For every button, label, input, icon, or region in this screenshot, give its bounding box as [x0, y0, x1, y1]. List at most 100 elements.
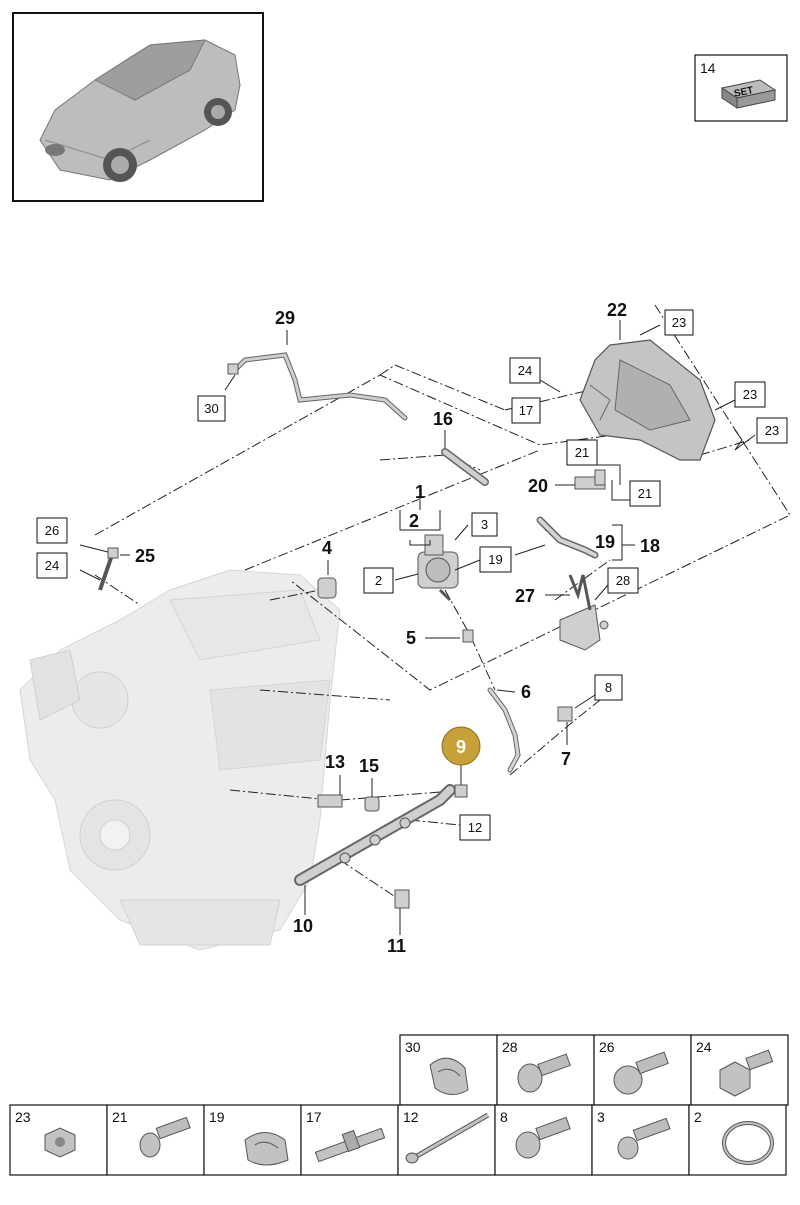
hose-16[interactable] [441, 448, 489, 486]
nut-icon [44, 1127, 76, 1158]
box-23c[interactable]: 23 [756, 417, 788, 444]
pressure-sensor-11[interactable] [394, 889, 410, 909]
table-cell-23[interactable]: 23 [9, 1104, 108, 1176]
svg-text:3: 3 [481, 517, 488, 532]
table-cell-19[interactable]: 19 [203, 1104, 302, 1176]
leader-lines [79, 320, 756, 935]
box-8[interactable]: 8 [594, 674, 623, 701]
table-cell-8[interactable]: 8 [494, 1104, 593, 1176]
callout-13: 13 [325, 752, 345, 772]
box-24b[interactable]: 24 [36, 552, 68, 579]
svg-text:21: 21 [575, 445, 589, 460]
svg-text:2: 2 [375, 573, 382, 588]
svg-text:23: 23 [765, 423, 779, 438]
box-21b[interactable]: 21 [629, 480, 661, 507]
set-kit-box[interactable]: 14 SET [694, 54, 788, 122]
flange-bolt-icon [613, 1051, 669, 1095]
pipe-6[interactable] [462, 629, 521, 773]
seal-15[interactable] [364, 796, 380, 812]
callout-5: 5 [406, 628, 416, 648]
svg-text:19: 19 [488, 552, 502, 567]
svg-text:23: 23 [15, 1109, 31, 1125]
callout-9: 9 [456, 737, 466, 757]
svg-text:24: 24 [696, 1039, 712, 1055]
svg-text:21: 21 [638, 486, 652, 501]
callout-4: 4 [322, 538, 332, 558]
callout-6: 6 [521, 682, 531, 702]
callout-18: 18 [640, 536, 660, 556]
box-28[interactable]: 28 [607, 567, 639, 594]
callout-27: 27 [515, 586, 535, 606]
table-cell-26[interactable]: 26 [593, 1034, 692, 1106]
engine-block [19, 569, 341, 951]
clip-7[interactable] [557, 706, 573, 722]
svg-text:17: 17 [519, 403, 533, 418]
pipe-19[interactable] [536, 516, 599, 559]
stud-25[interactable] [98, 547, 119, 591]
box-19[interactable]: 19 [479, 546, 512, 573]
svg-text:17: 17 [306, 1109, 322, 1125]
table-cell-24[interactable]: 24 [690, 1034, 789, 1106]
assembly-lines [94, 304, 791, 901]
table-cell-12[interactable]: 12 [397, 1104, 496, 1176]
callout-2: 2 [409, 511, 419, 531]
table-cell-2[interactable]: 2 [688, 1104, 787, 1176]
box-23b[interactable]: 23 [734, 381, 766, 408]
callout-9-highlight[interactable]: 9 [441, 726, 481, 766]
fuel-rail-10[interactable] [294, 784, 468, 886]
parts-table: 30 28 26 24 [9, 1034, 789, 1176]
table-cell-17[interactable]: 17 [300, 1104, 399, 1176]
bracket-20[interactable] [574, 469, 606, 490]
box-24a[interactable]: 24 [509, 357, 541, 384]
heat-shield-22[interactable] [579, 339, 716, 461]
table-cell-30[interactable]: 30 [399, 1034, 498, 1106]
callout-29: 29 [275, 308, 295, 328]
callout-20: 20 [528, 476, 548, 496]
svg-text:28: 28 [502, 1039, 518, 1055]
box-12[interactable]: 12 [459, 814, 491, 841]
box-26[interactable]: 26 [36, 517, 68, 544]
svg-text:12: 12 [468, 820, 482, 835]
bracket-27[interactable] [559, 574, 609, 651]
table-cell-21[interactable]: 21 [106, 1104, 205, 1176]
hex-bolt-icon [719, 1049, 774, 1097]
box-30[interactable]: 30 [197, 395, 226, 422]
callout-15: 15 [359, 756, 379, 776]
box-2[interactable]: 2 [363, 567, 394, 594]
svg-text:24: 24 [45, 558, 59, 573]
callout-16: 16 [433, 409, 453, 429]
svg-text:30: 30 [405, 1039, 421, 1055]
table-cell-28[interactable]: 28 [496, 1034, 595, 1106]
hose-clamp-icon [244, 1132, 289, 1166]
cap-screw-icon [617, 1117, 671, 1160]
fuel-line-29[interactable] [227, 352, 408, 421]
vehicle-thumbnail[interactable] [12, 12, 264, 202]
clamp-icon [429, 1057, 469, 1095]
set-label: SET [733, 85, 754, 100]
callout-1: 1 [415, 482, 425, 502]
o-ring-4[interactable] [317, 577, 337, 599]
svg-text:19: 19 [209, 1109, 225, 1125]
svg-text:23: 23 [743, 387, 757, 402]
callout-25: 25 [135, 546, 155, 566]
bold-callouts: 29 16 22 20 1 2 19 18 25 4 27 5 6 7 13 1… [135, 300, 660, 956]
box-3[interactable]: 3 [471, 512, 498, 537]
svg-text:30: 30 [204, 401, 218, 416]
stud-bolt-icon [314, 1127, 386, 1163]
table-cell-3[interactable]: 3 [591, 1104, 690, 1176]
box-17[interactable]: 17 [511, 397, 541, 424]
svg-text:12: 12 [403, 1109, 419, 1125]
o-ring-icon [722, 1121, 774, 1165]
svg-text:8: 8 [605, 680, 612, 695]
svg-text:24: 24 [518, 363, 532, 378]
box-23a[interactable]: 23 [664, 309, 694, 336]
svg-text:26: 26 [45, 523, 59, 538]
injector-13[interactable] [317, 794, 343, 808]
svg-text:28: 28 [616, 573, 630, 588]
svg-text:2: 2 [694, 1109, 702, 1125]
box-21a[interactable]: 21 [566, 439, 598, 466]
svg-text:23: 23 [672, 315, 686, 330]
screw-icon [139, 1116, 191, 1158]
long-bolt-icon [405, 1112, 490, 1164]
